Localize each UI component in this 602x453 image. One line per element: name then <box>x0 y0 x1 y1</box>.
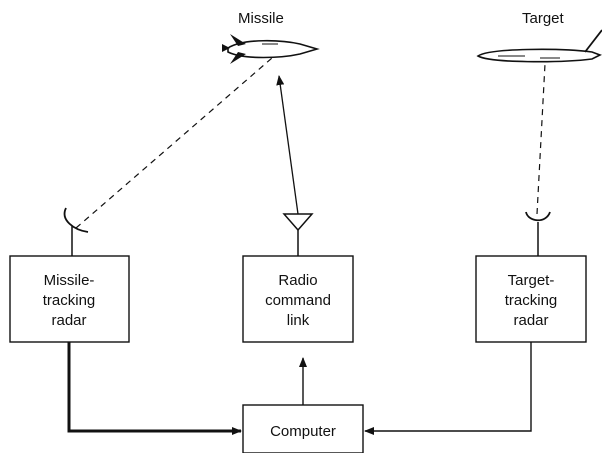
missile-radar-dish-icon <box>63 207 89 256</box>
block-line: command <box>265 292 331 309</box>
target-tracking-beam <box>536 63 546 215</box>
block-line: link <box>287 312 310 329</box>
missile-label: Missile <box>238 10 284 27</box>
block-line: radar <box>51 312 86 329</box>
missile-tracking-radar-block: Missile- tracking radar <box>9 255 130 343</box>
block-line: Missile- <box>44 272 95 289</box>
block-line: radar <box>513 312 548 329</box>
block-line: Radio <box>278 272 317 289</box>
block-line: tracking <box>505 292 558 309</box>
computer-label: Computer <box>270 423 336 440</box>
radio-antenna-icon <box>282 213 314 256</box>
target-tracking-radar-block: Target- tracking radar <box>475 255 587 343</box>
target-aircraft-icon <box>476 29 602 63</box>
computer-block: Computer <box>242 404 364 453</box>
missile-icon <box>222 34 320 64</box>
radio-command-link-block: Radio command link <box>242 255 354 343</box>
target-radar-dish-icon <box>525 211 551 256</box>
block-line: tracking <box>43 292 96 309</box>
missile-radar-to-computer-arrow <box>67 342 242 435</box>
target-radar-to-computer-arrow <box>364 342 532 435</box>
target-label: Target <box>522 10 565 27</box>
command-uplink-arrow <box>276 75 299 215</box>
missile-tracking-beam <box>75 57 273 229</box>
block-line: Target- <box>508 272 555 289</box>
